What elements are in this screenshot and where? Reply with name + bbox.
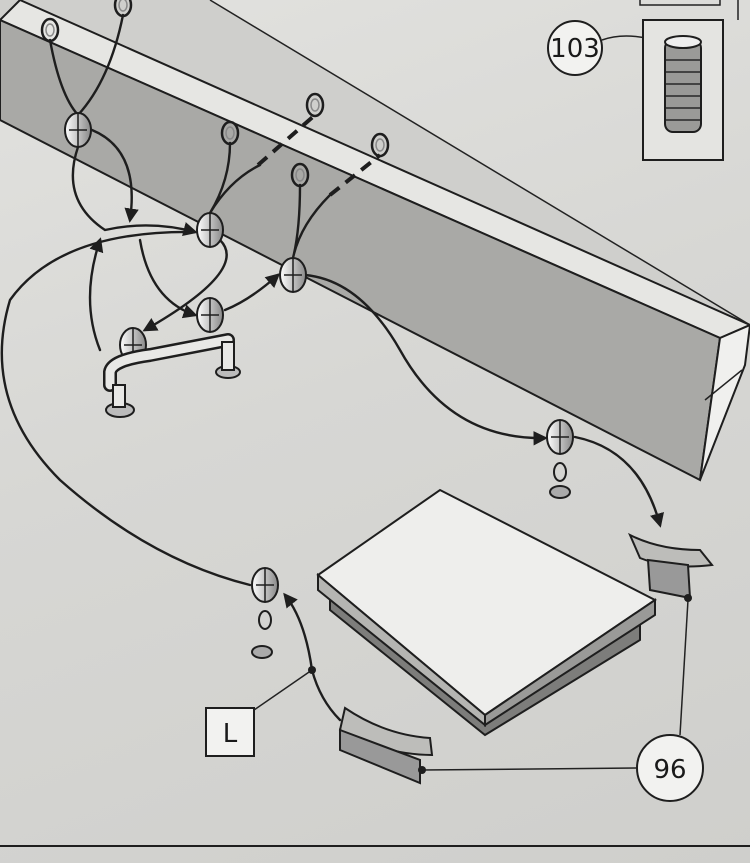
rigging-line xyxy=(573,435,664,528)
rigging-line xyxy=(88,237,104,352)
frame-top-fragment xyxy=(639,0,721,6)
part-103-callout: 103 xyxy=(547,20,671,76)
pulley-block xyxy=(279,257,307,293)
pendant-line xyxy=(208,141,262,215)
pendant-line xyxy=(291,183,332,260)
rigging-line xyxy=(283,592,342,722)
pulley-block xyxy=(196,212,224,248)
rigging-line xyxy=(0,230,252,587)
pulley-block xyxy=(251,567,279,603)
pulley-block xyxy=(64,112,92,148)
pulley-block xyxy=(546,419,574,455)
part-103-label: 103 xyxy=(550,34,600,64)
cleat xyxy=(627,532,714,600)
rigging-line xyxy=(90,128,139,223)
pendant-line xyxy=(48,13,125,117)
rigging-line xyxy=(303,273,548,446)
part-96-callout: 96 xyxy=(418,594,704,802)
eyebolt xyxy=(251,610,273,659)
thread-spool-icon xyxy=(664,39,702,133)
pulley-block xyxy=(196,297,224,333)
cleat xyxy=(338,706,434,785)
rigging-line xyxy=(71,145,198,236)
pin-rail xyxy=(103,333,241,418)
beam xyxy=(0,0,750,482)
deck-hatch xyxy=(316,488,657,737)
rigging-line xyxy=(142,238,228,332)
line-l-callout: L xyxy=(205,666,316,757)
dashed-pendant xyxy=(256,113,382,197)
thread-spool-box xyxy=(642,19,724,161)
rigging-line xyxy=(138,238,198,319)
part-96-label: 96 xyxy=(653,755,686,785)
line-l-label: L xyxy=(223,719,238,749)
eyebolt xyxy=(549,462,571,499)
rigging-line xyxy=(223,273,281,312)
